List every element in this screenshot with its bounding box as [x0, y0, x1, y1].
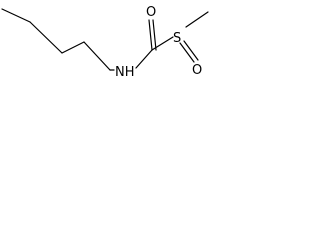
bond-chain-4: [83, 41, 111, 71]
bond-carbonyl-double-2: [152, 19, 157, 51]
atom-label-nitrogen: NH: [115, 65, 135, 80]
bond-chain-1: [1, 8, 31, 23]
atom-label-sulfur: S: [173, 31, 181, 46]
bond-chain-2: [29, 21, 63, 54]
bond-sulfinyl-double-1: [179, 42, 195, 63]
bond-nitrogen-carbonyl: [135, 49, 153, 69]
chemical-structure: NH O S O: [1, 5, 209, 80]
bond-carbonyl-sulfur: [151, 36, 174, 51]
atom-label-carbonyl-oxygen: O: [146, 5, 156, 20]
bond-chain-3: [61, 41, 85, 54]
bond-carbonyl-double-1: [148, 19, 153, 51]
atom-label-sulfinyl-oxygen: O: [192, 63, 202, 78]
bond-sulfinyl-double-2: [183, 40, 199, 61]
bond-sulfur-methyl: [185, 11, 209, 28]
